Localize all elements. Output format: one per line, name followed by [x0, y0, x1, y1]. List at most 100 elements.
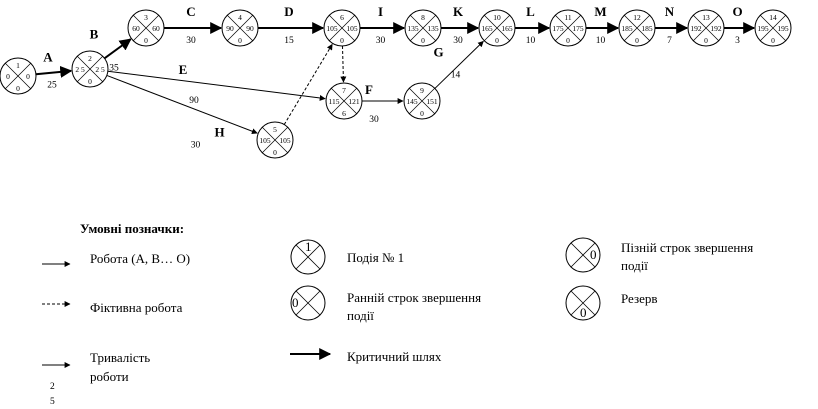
- event-number: 14: [769, 13, 777, 22]
- activity-duration: 30: [191, 141, 201, 151]
- event-late-time: 60: [152, 24, 160, 33]
- activity-duration: 14: [451, 71, 461, 81]
- activity-label-c: C: [186, 4, 195, 19]
- event-reserve: 0: [704, 36, 708, 45]
- activity-duration: 10: [526, 36, 536, 46]
- event-number: 3: [144, 13, 148, 22]
- activity-label-d: D: [284, 4, 293, 19]
- activity-label-f: F: [365, 82, 373, 97]
- event-reserve: 0: [421, 36, 425, 45]
- activity-duration: 10: [596, 36, 606, 46]
- legend-early-circle: 0: [290, 285, 326, 321]
- event-late-time: 105: [346, 24, 358, 33]
- activity-label-b: B: [90, 27, 99, 42]
- event-number: 10: [493, 13, 501, 22]
- event-reserve: 0: [635, 36, 639, 45]
- legend-late-line2: події: [621, 258, 648, 273]
- event-reserve: 0: [495, 36, 499, 45]
- legend: Умовні позначки: Робота (А, В… О) Фіктив…: [42, 221, 753, 407]
- event-early-time: 2 5: [75, 65, 85, 74]
- event-late-time: 135: [427, 24, 439, 33]
- event-late-time: 151: [426, 97, 438, 106]
- activity-duration: 30: [369, 115, 379, 125]
- legend-critical-text: Критичний шлях: [347, 349, 442, 364]
- event-number: 12: [633, 13, 641, 22]
- activity-label-n: N: [665, 4, 675, 19]
- legend-late-line1: Пізній строк звершення: [621, 240, 753, 255]
- event-late-time: 165: [501, 24, 513, 33]
- event-reserve: 0: [273, 148, 277, 157]
- event-early-time: 60: [132, 24, 140, 33]
- activities-layer: [35, 22, 756, 135]
- event-number: 13: [702, 13, 710, 22]
- event-number: 5: [273, 125, 277, 134]
- svg-text:0: 0: [590, 247, 597, 262]
- event-early-time: 105: [326, 24, 338, 33]
- event-number: 1: [16, 61, 20, 70]
- legend-early-line1: Ранній строк звершення: [347, 290, 481, 305]
- legend-event-circle: 1: [290, 239, 326, 275]
- legend-early-line2: події: [347, 308, 374, 323]
- event-number: 8: [421, 13, 425, 22]
- event-reserve: 0: [771, 36, 775, 45]
- activity-label-l: L: [526, 4, 535, 19]
- event-reserve: 0: [420, 109, 424, 118]
- dummy-activity-arrow: [283, 43, 333, 125]
- event-early-time: 175: [552, 24, 564, 33]
- event-late-time: 2 5: [95, 65, 105, 74]
- event-number: 9: [420, 86, 424, 95]
- event-early-time: 145: [406, 97, 418, 106]
- activity-duration: 7: [667, 36, 672, 46]
- activity-duration: 30: [453, 36, 463, 46]
- legend-reserve-text: Резерв: [621, 291, 658, 306]
- event-early-time: 0: [6, 72, 10, 81]
- dummy-activity-arrow: [340, 45, 347, 83]
- activity-duration: 30: [186, 36, 196, 46]
- event-reserve: 0: [566, 36, 570, 45]
- event-reserve: 0: [16, 84, 20, 93]
- activity-duration: 3: [735, 36, 740, 46]
- event-reserve: 0: [238, 36, 242, 45]
- legend-event-text: Подія № 1: [347, 250, 404, 265]
- event-number: 7: [342, 86, 346, 95]
- activity-label-i: I: [378, 4, 383, 19]
- event-early-time: 105: [259, 136, 271, 145]
- activity-label-a: A: [43, 50, 53, 65]
- legend-work-text: Робота (А, В… О): [90, 251, 190, 266]
- activity-label-e: E: [179, 62, 188, 77]
- activity-duration: 15: [284, 36, 294, 46]
- event-late-time: 90: [246, 24, 254, 33]
- activity-duration: 90: [189, 96, 199, 106]
- svg-text:1: 1: [305, 239, 312, 254]
- event-early-time: 165: [481, 24, 493, 33]
- event-early-time: 90: [226, 24, 234, 33]
- activity-arrow-g: [434, 40, 484, 89]
- activity-duration: 30: [376, 36, 386, 46]
- event-number: 11: [564, 13, 571, 22]
- legend-late-circle: 0: [565, 237, 601, 273]
- legend-dummy-text: Фіктивна робота: [90, 300, 183, 315]
- event-late-time: 175: [572, 24, 584, 33]
- legend-duration-line2: роботи: [90, 369, 129, 384]
- legend-duration-sample-bottom: 5: [50, 397, 55, 407]
- event-late-time: 105: [279, 136, 291, 145]
- activity-duration: 35: [109, 64, 119, 74]
- event-reserve: 0: [340, 36, 344, 45]
- event-number: 4: [238, 13, 242, 22]
- event-node-4: 4 90 90 0: [221, 9, 259, 47]
- svg-text:0: 0: [292, 295, 299, 310]
- event-late-time: 0: [26, 72, 30, 81]
